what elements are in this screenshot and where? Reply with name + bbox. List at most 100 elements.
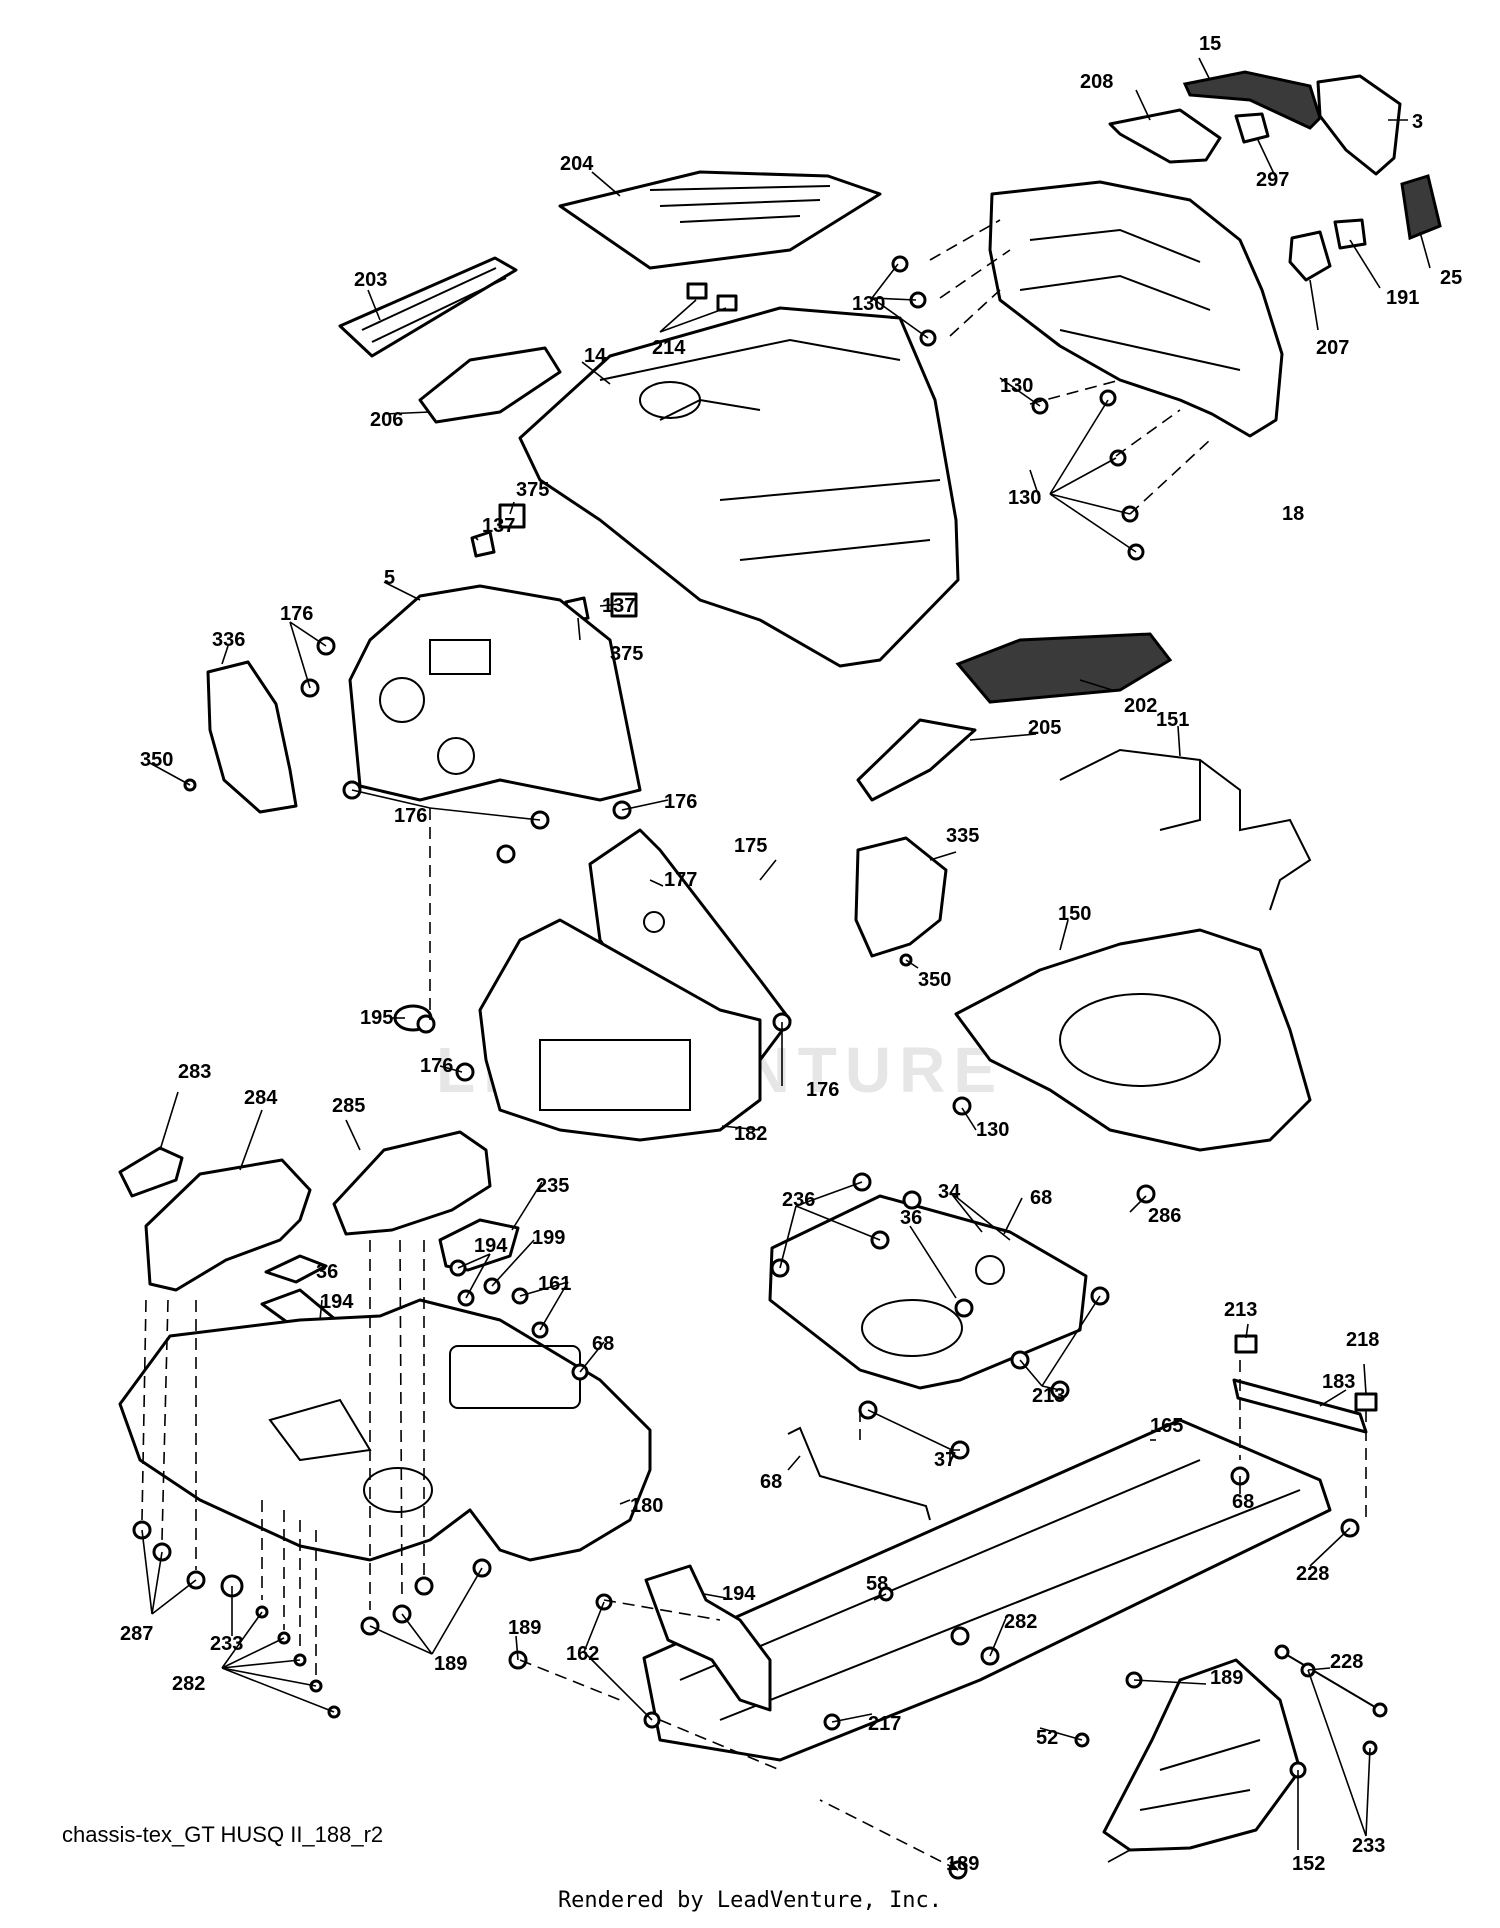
callout-336: 336 [212,629,245,651]
callout-130: 130 [1008,487,1041,509]
callout-203: 203 [354,269,387,291]
callout-204: 204 [560,153,594,175]
part-37-fender-deck [118,1298,652,1562]
callout-34: 34 [938,1181,961,1203]
callout-285: 285 [332,1095,365,1117]
callout-180: 180 [630,1495,663,1517]
callout-235: 235 [536,1175,569,1197]
callout-208: 208 [1080,71,1113,93]
callout-150: 150 [1058,903,1091,925]
part-58-bracket [644,1564,772,1712]
part-214-clip-a [686,282,708,300]
callout-283: 283 [178,1061,211,1083]
callout-176: 176 [806,1079,839,1101]
part-34-seat-plate [768,1194,1088,1390]
callout-206: 206 [370,409,403,431]
callout-297: 297 [1256,169,1289,191]
callout-36: 36 [316,1261,338,1283]
callout-182: 182 [734,1123,767,1145]
callout-228: 228 [1296,1563,1329,1585]
part-151-bracket [1059,748,1312,911]
callout-15: 15 [1199,33,1221,55]
assembly-dashed-lines [141,219,1367,1871]
part-207-socket [1288,230,1332,282]
part-335-side-panel [854,836,948,958]
part-14-hood [518,306,960,668]
callout-233: 233 [210,1633,243,1655]
part-150-floor-pan [954,928,1312,1152]
callout-202: 202 [1124,695,1157,717]
callout-207: 207 [1316,337,1349,359]
callout-213: 213 [1224,1299,1257,1321]
callout-286: 286 [1148,1205,1181,1227]
callout-161: 161 [538,1273,571,1295]
callout-194: 194 [722,1583,756,1605]
part-25-seal [1400,174,1442,241]
callout-287: 287 [120,1623,153,1645]
callout-236: 236 [782,1189,815,1211]
part-375-pad-a [498,503,526,529]
part-203-vent [338,256,518,358]
callout-199: 199 [532,1227,565,1249]
callout-335: 335 [946,825,979,847]
callout-52: 52 [1036,1727,1058,1749]
callout-217: 217 [868,1713,901,1735]
callout-282: 282 [1004,1611,1037,1633]
callout-25: 25 [1440,267,1462,289]
callout-36: 36 [900,1207,922,1229]
part-284-fender-pod [332,1130,492,1236]
callout-189: 189 [1210,1667,1243,1689]
part-152-footrest [1102,1658,1302,1852]
part-336-side-panel [206,660,298,814]
callout-183: 183 [1322,1371,1355,1393]
callout-189: 189 [946,1853,979,1875]
callout-130: 130 [852,293,885,315]
callout-189: 189 [508,1617,541,1639]
part-213-bolt-a [1234,1334,1258,1354]
callout-165: 165 [1150,1415,1183,1437]
callout-5: 5 [384,567,395,589]
part-205-trim [856,718,977,802]
callout-375: 375 [516,479,549,501]
callout-152: 152 [1292,1853,1325,1875]
callout-58: 58 [866,1573,888,1595]
callout-176: 176 [420,1055,453,1077]
callout-375: 375 [610,643,643,665]
part-202-mesh-grille [955,632,1173,704]
callout-37: 37 [934,1449,956,1471]
part-137-clip-a [470,530,496,558]
callout-130: 130 [976,1119,1009,1141]
part-165-rod [787,1426,931,1521]
part-285-cover [438,1218,520,1272]
callout-176: 176 [280,603,313,625]
part-206-panel [418,346,562,424]
callout-195: 195 [360,1007,393,1029]
callout-176: 176 [394,805,427,827]
part-18-front-housing [988,180,1284,438]
diagram-reference-code: chassis-tex_GT HUSQ II_188_r2 [62,1822,384,1847]
parts-layer [118,70,1442,1880]
callout-205: 205 [1028,717,1061,739]
part-297-clip [1234,112,1270,144]
callout-213: 213 [1032,1385,1065,1407]
callout-282: 282 [172,1673,205,1695]
callout-194: 194 [320,1291,354,1313]
part-callout-labels: 15 208 3 204 297 25 191 207 130 203 214 14 130 206 130… [120,33,1462,1875]
callout-233: 233 [1352,1835,1385,1857]
callout-14: 14 [584,345,607,367]
callout-214: 214 [652,337,686,359]
part-15-strip [1182,70,1322,130]
callout-137: 137 [602,595,635,617]
callout-162: 162 [566,1643,599,1665]
callout-350: 350 [140,749,173,771]
callout-176: 176 [664,791,697,813]
callout-3: 3 [1412,111,1423,133]
callout-284: 284 [244,1087,278,1109]
part-5-dash-panel [348,584,642,802]
callout-218: 218 [1346,1329,1379,1351]
part-191-bracket [1333,218,1367,250]
callout-191: 191 [1386,287,1419,309]
leader-lines [141,57,1431,1871]
callout-137: 137 [482,515,515,537]
